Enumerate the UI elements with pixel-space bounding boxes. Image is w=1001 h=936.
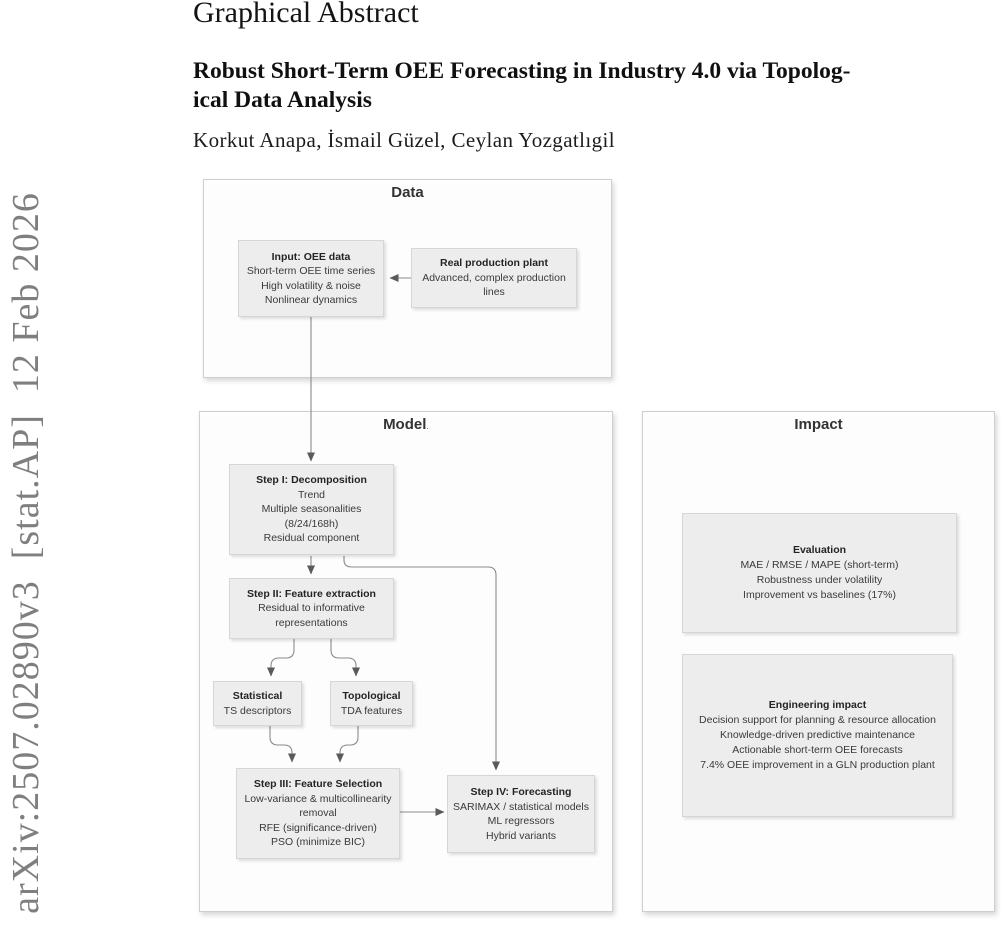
panel-model-title-suffix: . xyxy=(426,421,429,431)
topological-features-box: Topological TDA features xyxy=(330,681,413,726)
paper-title-line2: ical Data Analysis xyxy=(193,87,372,113)
box-line: removal xyxy=(299,807,337,820)
box-line: Hybrid variants xyxy=(485,829,557,842)
panel-model-title-text: Model xyxy=(383,416,427,433)
box-line: Short-term OEE time series xyxy=(246,265,376,277)
box-line: Low-variance & multicollinearity xyxy=(244,792,392,805)
authors: Korkut Anapa, İsmail Güzel, Ceylan Yozga… xyxy=(193,128,616,152)
panel-data-title: Data xyxy=(391,184,424,201)
box-line: TDA features xyxy=(340,704,403,717)
box-line: SARIMAX / statistical models xyxy=(453,800,589,813)
box-title: Evaluation xyxy=(792,544,847,556)
statistical-features-box: Statistical TS descriptors xyxy=(213,681,302,726)
step4-forecasting-box: Step IV: Forecasting SARIMAX / statistic… xyxy=(447,775,595,853)
paper-title-line1: Robust Short-Term OEE Forecasting in Ind… xyxy=(193,58,851,84)
box-title: Real production plant xyxy=(440,257,548,270)
panel-impact-title: Impact xyxy=(794,416,843,433)
step1-decomposition-box: Step I: Decomposition Trend Multiple sea… xyxy=(229,464,394,555)
box-line: Advanced, complex production xyxy=(422,271,566,284)
box-title: Input: OEE data xyxy=(271,250,351,263)
box-line: TS descriptors xyxy=(223,704,292,717)
box-title: Step III: Feature Selection xyxy=(253,778,383,791)
box-title: Step IV: Forecasting xyxy=(470,786,572,798)
box-title: Step I: Decomposition xyxy=(256,474,367,487)
paper-title: Robust Short-Term OEE Forecasting in Ind… xyxy=(193,57,850,115)
box-line: Decision support for planning & resource… xyxy=(699,714,936,726)
box-title: Step II: Feature extraction xyxy=(247,587,376,600)
panel-model-title: Model. xyxy=(200,416,612,433)
box-line: Residual component xyxy=(263,532,360,545)
box-line: RFE (significance-driven) xyxy=(259,821,377,834)
box-line: ML regressors xyxy=(487,815,555,827)
step3-feature-selection-box: Step III: Feature Selection Low-variance… xyxy=(236,768,400,859)
page-title: Graphical Abstract xyxy=(193,0,419,29)
box-line: Trend xyxy=(297,488,326,501)
box-title: Topological xyxy=(342,690,401,702)
engineering-impact-box: Engineering impact Decision support for … xyxy=(682,654,953,817)
box-line: High volatility & noise xyxy=(261,279,361,292)
evaluation-box: Evaluation MAE / RMSE / MAPE (short-term… xyxy=(682,513,957,633)
arxiv-watermark: arXiv:2507.02890v3 [stat.AP] 12 Feb 2026 xyxy=(5,192,47,914)
input-oee-data-box: Input: OEE data Short-term OEE time seri… xyxy=(238,240,384,317)
box-line: Actionable short-term OEE forecasts xyxy=(732,744,903,756)
box-line: (8/24/168h) xyxy=(284,517,339,530)
box-line: 7.4% OEE improvement in a GLN production… xyxy=(700,759,935,771)
real-production-plant-box: Real production plant Advanced, complex … xyxy=(411,248,577,308)
box-line: Residual to informative xyxy=(258,602,365,615)
box-line: PSO (minimize BIC) xyxy=(271,836,365,849)
box-line: Nonlinear dynamics xyxy=(264,294,358,306)
box-line: Knowledge-driven predictive maintenance xyxy=(720,729,915,741)
box-line: representations xyxy=(275,616,348,629)
box-line: Multiple seasonalities xyxy=(261,503,362,516)
step2-feature-extraction-box: Step II: Feature extraction Residual to … xyxy=(229,578,394,639)
box-line: Robustness under volatility xyxy=(756,574,883,586)
box-title: Engineering impact xyxy=(768,699,867,711)
box-line: lines xyxy=(483,286,505,299)
box-line: Improvement vs baselines (17%) xyxy=(743,589,896,601)
box-line: MAE / RMSE / MAPE (short-term) xyxy=(740,559,899,571)
box-title: Statistical xyxy=(232,690,283,702)
